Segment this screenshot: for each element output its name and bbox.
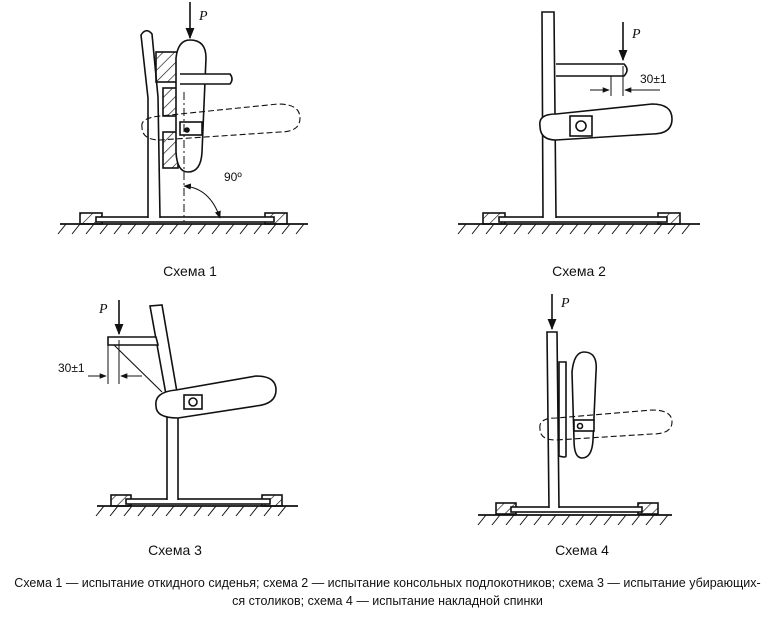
scheme-title-1: Схема 1: [163, 263, 217, 279]
frame-4: [546, 331, 560, 509]
table-strut-3: [113, 344, 163, 393]
ground-3: [95, 505, 298, 517]
base-plate-1: [95, 216, 275, 223]
seat-unfolded-dashed-1: [141, 103, 301, 141]
pivot-bracket-1: [179, 121, 203, 136]
dimension-2: [590, 66, 660, 96]
scheme-3: [88, 300, 298, 517]
angle-arc-1: [183, 183, 221, 219]
base-plate-3: [125, 498, 271, 505]
pivot-pin-3: [188, 397, 198, 407]
dimension-3: [88, 340, 142, 384]
ground-1: [57, 223, 308, 235]
pivot-pin-2: [575, 120, 587, 132]
armrest-1: [180, 73, 233, 85]
clamp-upper-1: [155, 51, 179, 83]
scheme-title-3: Схема 3: [148, 542, 202, 558]
scheme-4: [477, 294, 673, 526]
scheme-2: [457, 11, 700, 235]
table-3: [107, 336, 160, 346]
caption-line-2: ся столиков; схема 4 — испытание накладн…: [232, 594, 543, 608]
figure-caption: Схема 1 — испытание откидного сиденья; с…: [12, 574, 763, 610]
pivot-bracket-4: [573, 419, 595, 432]
force-label-2: P: [631, 27, 641, 42]
force-label-3: P: [98, 302, 108, 317]
base-plate-2: [498, 216, 668, 223]
caption-line-1: Схема 1 — испытание откидного сиденья; с…: [14, 576, 761, 590]
folded-seat-1: [175, 39, 207, 173]
seat-2: [539, 103, 673, 141]
base-plate-4: [510, 506, 643, 513]
pivot-pin-4: [576, 422, 584, 430]
scheme-title-2: Схема 2: [552, 263, 606, 279]
seat-unfolded-dashed-4: [539, 409, 673, 441]
angle-label-1: 90º: [224, 170, 242, 184]
scheme-1: [57, 2, 308, 235]
scheme-title-4: Схема 4: [555, 542, 609, 558]
dimension-label-3: 30±1: [58, 361, 85, 375]
folded-seat-4: [571, 351, 598, 459]
force-label-1: P: [198, 9, 208, 24]
force-label-4: P: [560, 296, 570, 311]
pivot-pin-1: [184, 127, 190, 133]
ground-4: [477, 514, 672, 526]
ground-2: [457, 223, 700, 235]
overlay-backrest-4: [558, 361, 567, 458]
armrest-2: [556, 63, 628, 77]
dimension-label-2: 30±1: [640, 72, 667, 86]
